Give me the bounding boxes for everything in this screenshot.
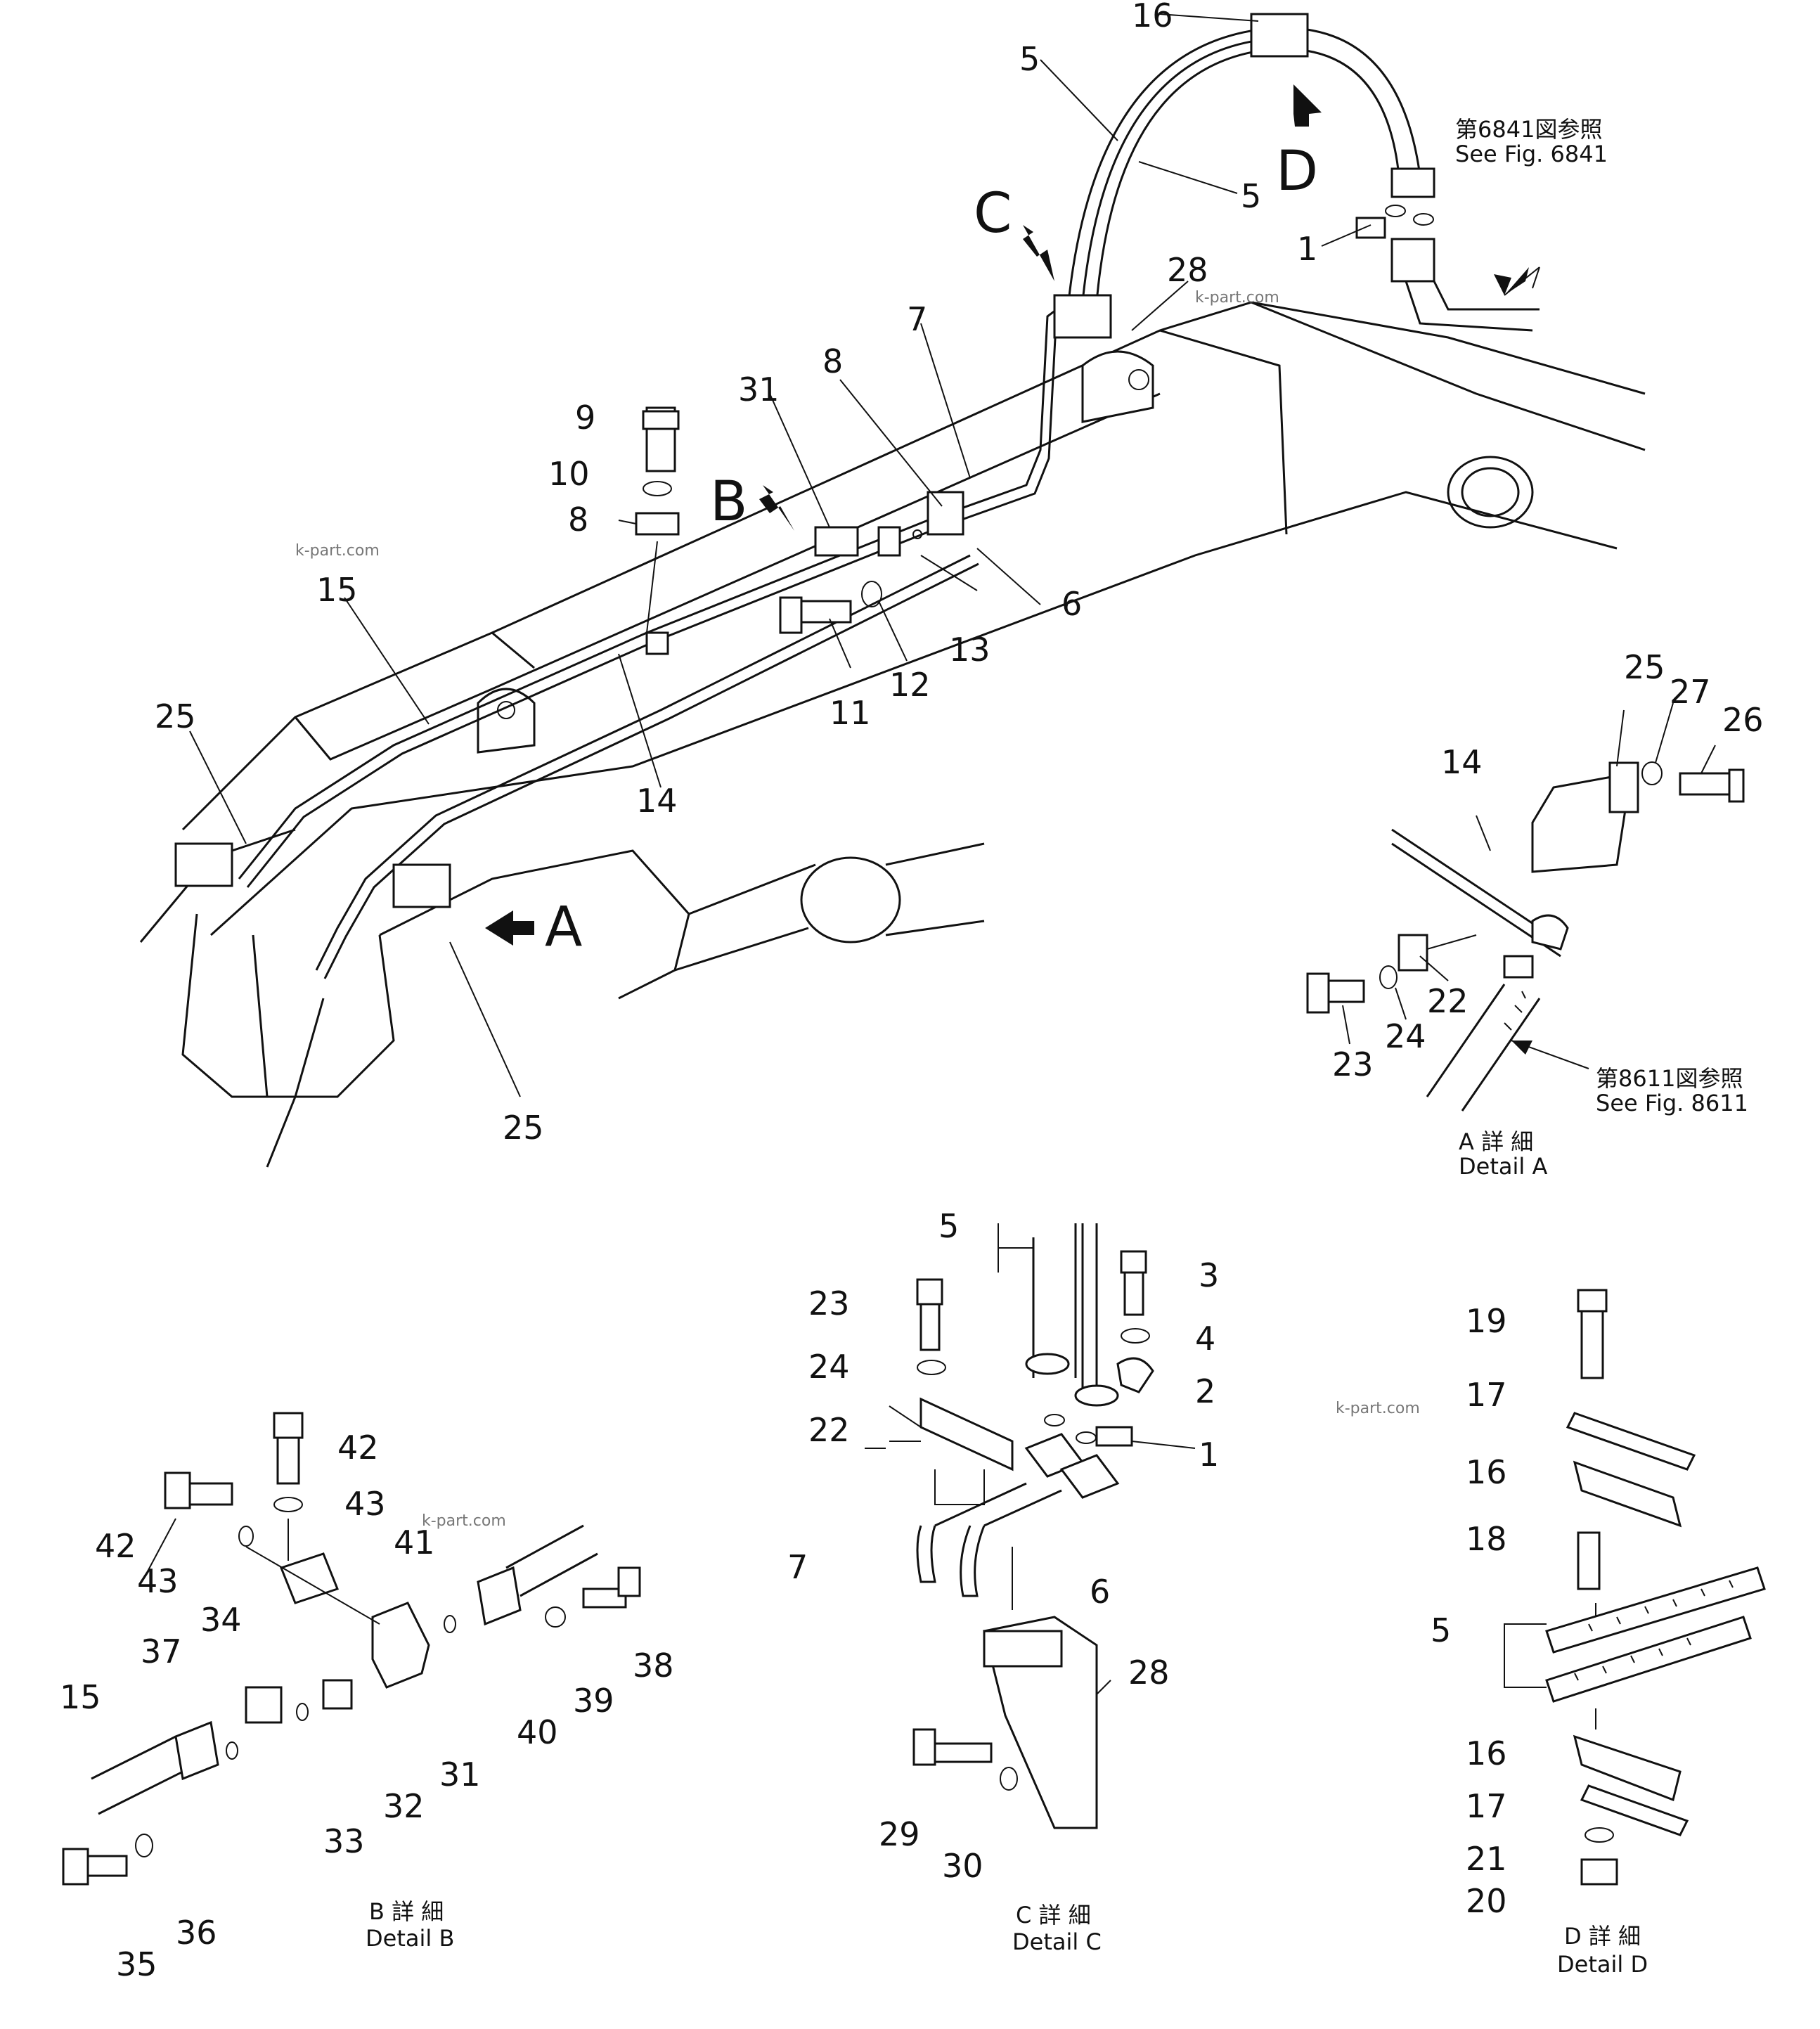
label-b: B — [710, 470, 748, 534]
detail-c-caption-en: Detail C — [1012, 1928, 1102, 1955]
main-assembly: 16 5 5 D C 28 1 7 8 31 B 9 10 8 13 6 11 … — [139, 0, 1646, 1168]
detail-b-callout-43: 43 — [344, 1485, 386, 1523]
detail-d-caption-jp: D 詳 細 — [1564, 1923, 1641, 1950]
detail-a-caption-jp: A 詳 細 — [1459, 1128, 1533, 1155]
detail-d-callout-19: 19 — [1466, 1302, 1507, 1340]
detail-c-callout-28: 28 — [1128, 1654, 1170, 1692]
callout-25: 25 — [155, 697, 196, 735]
callout-15: 15 — [316, 571, 358, 609]
callout-8: 8 — [822, 342, 843, 380]
callout-12: 12 — [889, 666, 931, 704]
arrow-d — [1293, 84, 1322, 127]
detail-b-callout-43b: 43 — [137, 1562, 179, 1600]
detail-a-callout-27: 27 — [1670, 673, 1711, 711]
detail-c-callout-4: 4 — [1195, 1320, 1215, 1358]
detail-b-callout-35: 35 — [116, 1945, 157, 1983]
detail-c-callout-1: 1 — [1199, 1436, 1219, 1474]
detail-c-callout-24: 24 — [808, 1348, 850, 1386]
detail-a-caption-en: Detail A — [1459, 1153, 1547, 1180]
detail-b-callout-39: 39 — [573, 1682, 614, 1720]
detail-d-callout-20: 20 — [1466, 1882, 1507, 1920]
detail-d: 19 17 16 18 5 16 17 21 20 D 詳 細 Detail D… — [1336, 1289, 1766, 1978]
detail-c-caption-jp: C 詳 細 — [1016, 1902, 1091, 1928]
detail-b-callout-41: 41 — [394, 1524, 435, 1561]
detail-b-callout-38: 38 — [633, 1647, 674, 1685]
detail-b-callout-37: 37 — [141, 1632, 182, 1670]
label-a: A — [545, 896, 582, 959]
callout-5: 5 — [1019, 40, 1040, 78]
label-c: C — [974, 182, 1012, 245]
detail-c-callout-5: 5 — [938, 1207, 959, 1245]
watermark-1: k-part.com — [1195, 289, 1279, 307]
detail-d-callout-21: 21 — [1466, 1840, 1507, 1878]
watermark-2: k-part.com — [295, 542, 380, 560]
callout-7: 7 — [907, 300, 927, 338]
detail-c: 5 3 23 4 24 2 22 1 7 6 28 29 30 C 詳 細 De… — [787, 1207, 1219, 1955]
detail-d-callout-17: 17 — [1466, 1376, 1507, 1414]
callout-5b: 5 — [1241, 177, 1261, 215]
detail-c-callout-29: 29 — [879, 1815, 920, 1853]
callout-8b: 8 — [568, 501, 588, 539]
detail-b-caption-jp: B 詳 細 — [369, 1898, 444, 1925]
note-fig8611-en: See Fig. 8611 — [1596, 1090, 1748, 1116]
callout-10: 10 — [548, 455, 590, 493]
detail-a: 25 27 26 14 22 23 24 第8611図参照 See Fig. 8… — [1306, 648, 1764, 1180]
detail-c-callout-3: 3 — [1199, 1256, 1219, 1294]
detail-c-callout-23: 23 — [808, 1284, 850, 1322]
callout-31: 31 — [738, 371, 780, 408]
detail-a-callout-22: 22 — [1427, 982, 1469, 1020]
callout-11: 11 — [830, 694, 871, 732]
callout-6: 6 — [1061, 585, 1082, 623]
detail-b-caption-en: Detail B — [366, 1925, 454, 1952]
detail-c-callout-2: 2 — [1195, 1372, 1215, 1410]
callout-16: 16 — [1132, 0, 1173, 34]
detail-b-callout-36: 36 — [176, 1914, 217, 1952]
detail-b-callout-33: 33 — [323, 1822, 365, 1860]
arrow-c — [1023, 225, 1054, 281]
arrow-b — [759, 485, 794, 531]
label-d: D — [1276, 140, 1318, 203]
detail-d-callout-16b: 16 — [1466, 1734, 1507, 1772]
detail-b-callout-15: 15 — [60, 1678, 101, 1716]
detail-a-callout-14: 14 — [1441, 743, 1483, 781]
detail-a-callout-23: 23 — [1332, 1045, 1374, 1083]
callout-13: 13 — [949, 631, 990, 669]
detail-b-callout-42b: 42 — [95, 1527, 136, 1565]
detail-a-callout-25: 25 — [1624, 648, 1665, 686]
detail-d-callout-17b: 17 — [1466, 1787, 1507, 1825]
callout-14: 14 — [636, 782, 678, 820]
detail-c-callout-30: 30 — [942, 1847, 983, 1885]
detail-c-callout-22: 22 — [808, 1411, 850, 1449]
arrow-fig6841 — [1494, 274, 1511, 295]
callout-9: 9 — [575, 399, 595, 437]
detail-b-callout-31: 31 — [439, 1756, 481, 1793]
note-fig6841-en: See Fig. 6841 — [1455, 141, 1608, 167]
detail-b-callout-42: 42 — [337, 1429, 379, 1467]
detail-b: 42 43 42 43 41 34 37 15 31 32 33 40 39 3… — [60, 1412, 674, 1983]
detail-d-callout-16: 16 — [1466, 1453, 1507, 1491]
detail-a-callout-24: 24 — [1385, 1017, 1426, 1055]
callout-28: 28 — [1167, 251, 1208, 289]
arrow-a — [485, 910, 534, 946]
detail-d-callout-5: 5 — [1431, 1611, 1451, 1649]
detail-b-callout-32: 32 — [383, 1787, 425, 1825]
callout-1: 1 — [1297, 230, 1317, 268]
watermark-3: k-part.com — [422, 1512, 506, 1530]
detail-d-caption-en: Detail D — [1557, 1951, 1648, 1978]
detail-c-callout-7: 7 — [787, 1548, 808, 1586]
detail-b-callout-34: 34 — [200, 1601, 242, 1639]
note-fig6841-jp: 第6841図参照 — [1455, 116, 1602, 143]
detail-a-callout-26: 26 — [1722, 701, 1764, 739]
detail-c-callout-6: 6 — [1090, 1573, 1110, 1611]
detail-b-callout-40: 40 — [517, 1713, 558, 1751]
watermark-4: k-part.com — [1336, 1400, 1420, 1417]
note-fig8611-jp: 第8611図参照 — [1596, 1065, 1743, 1092]
detail-d-callout-18: 18 — [1466, 1520, 1507, 1558]
callout-25b: 25 — [503, 1109, 544, 1147]
